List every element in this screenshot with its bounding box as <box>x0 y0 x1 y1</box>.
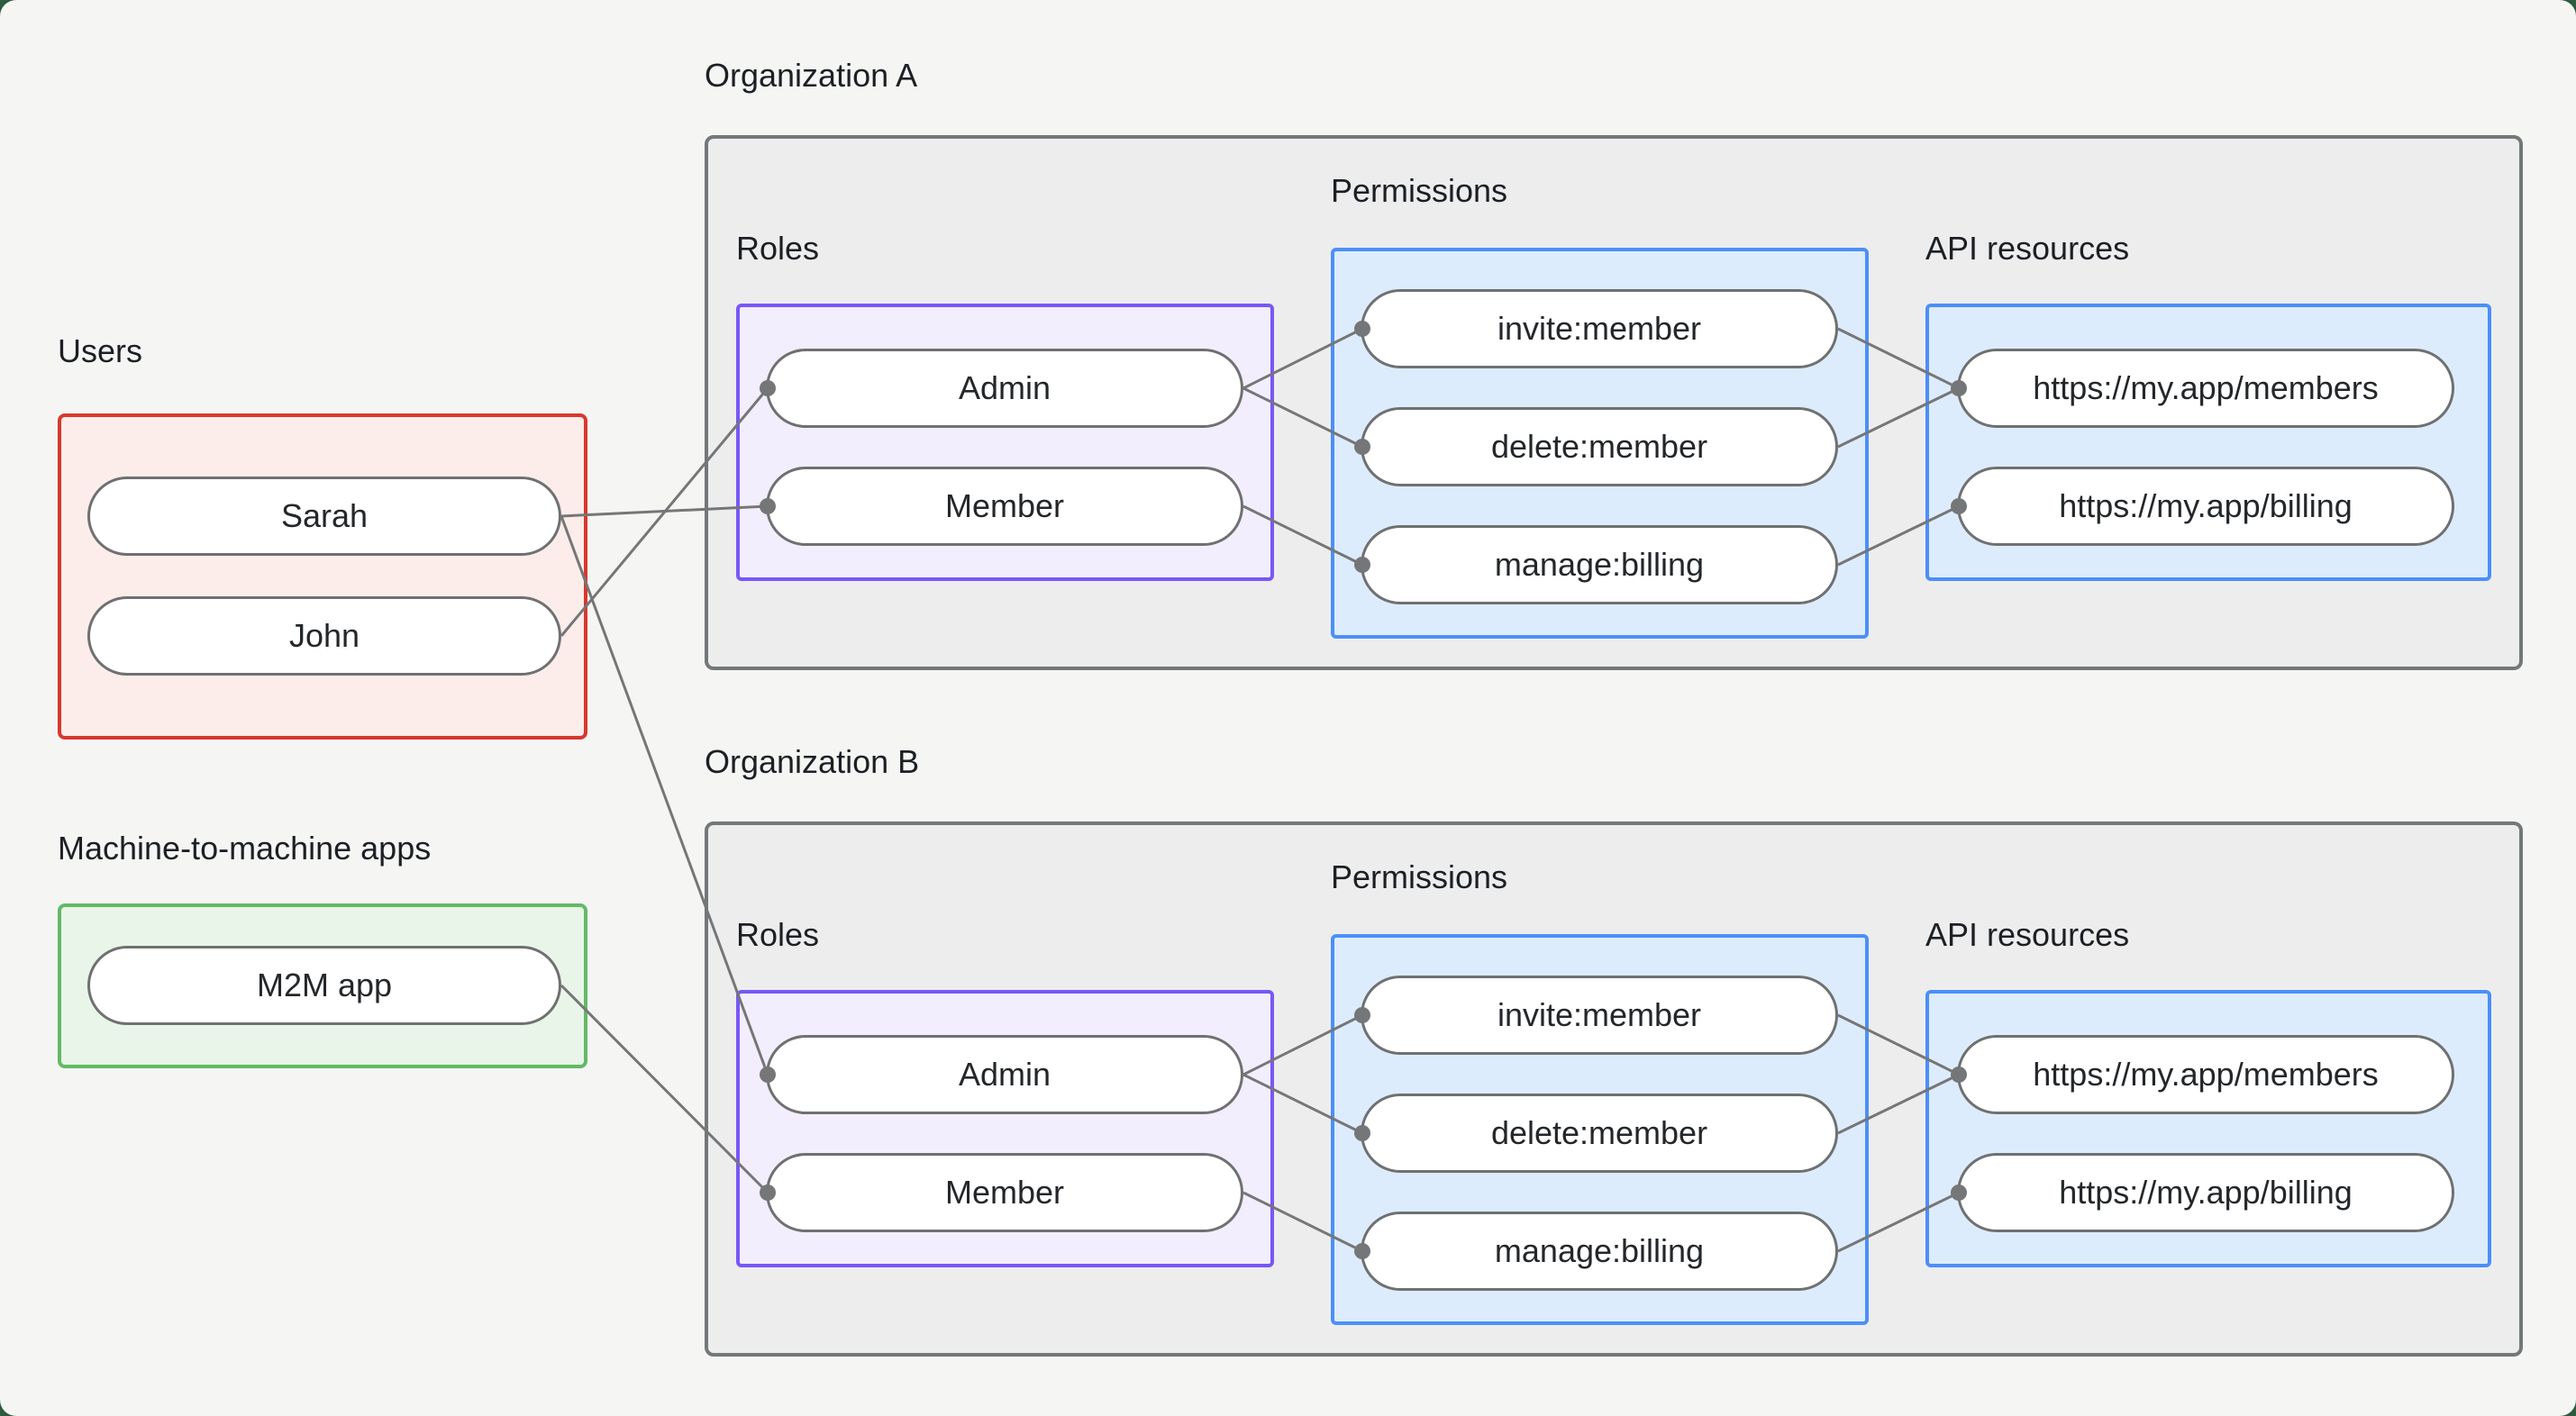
node-org-b-role-member: Member <box>766 1153 1243 1232</box>
users-group-box <box>58 413 587 740</box>
node-m2m-app: M2M app <box>87 946 561 1025</box>
node-org-a-perm-manage: manage:billing <box>1361 525 1838 604</box>
org-a-permissions-label: Permissions <box>1331 172 1508 209</box>
org-b-api-label: API resources <box>1925 916 2130 953</box>
node-org-a-role-admin: Admin <box>766 349 1243 428</box>
node-org-a-api-billing: https://my.app/billing <box>1957 467 2454 546</box>
org-b-roles-label: Roles <box>736 916 820 953</box>
node-org-a-role-member: Member <box>766 467 1243 546</box>
node-org-b-perm-manage: manage:billing <box>1361 1212 1838 1291</box>
m2m-section-title: Machine-to-machine apps <box>58 830 432 867</box>
org-a-roles-label: Roles <box>736 230 820 267</box>
org-a-api-label: API resources <box>1925 230 2130 267</box>
node-org-b-perm-invite: invite:member <box>1361 976 1838 1055</box>
node-org-b-role-admin: Admin <box>766 1035 1243 1114</box>
node-org-a-perm-invite: invite:member <box>1361 289 1838 368</box>
node-user-sarah: Sarah <box>87 477 561 556</box>
node-org-b-perm-delete: delete:member <box>1361 1094 1838 1173</box>
node-org-a-perm-delete: delete:member <box>1361 407 1838 486</box>
org-b-permissions-label: Permissions <box>1331 858 1508 895</box>
users-section-title: Users <box>58 332 143 369</box>
node-user-john: John <box>87 596 561 676</box>
org-b-title: Organization B <box>705 743 920 780</box>
node-org-b-api-members: https://my.app/members <box>1957 1035 2454 1114</box>
node-org-a-api-members: https://my.app/members <box>1957 349 2454 428</box>
org-a-title: Organization A <box>705 57 918 94</box>
node-org-b-api-billing: https://my.app/billing <box>1957 1153 2454 1232</box>
